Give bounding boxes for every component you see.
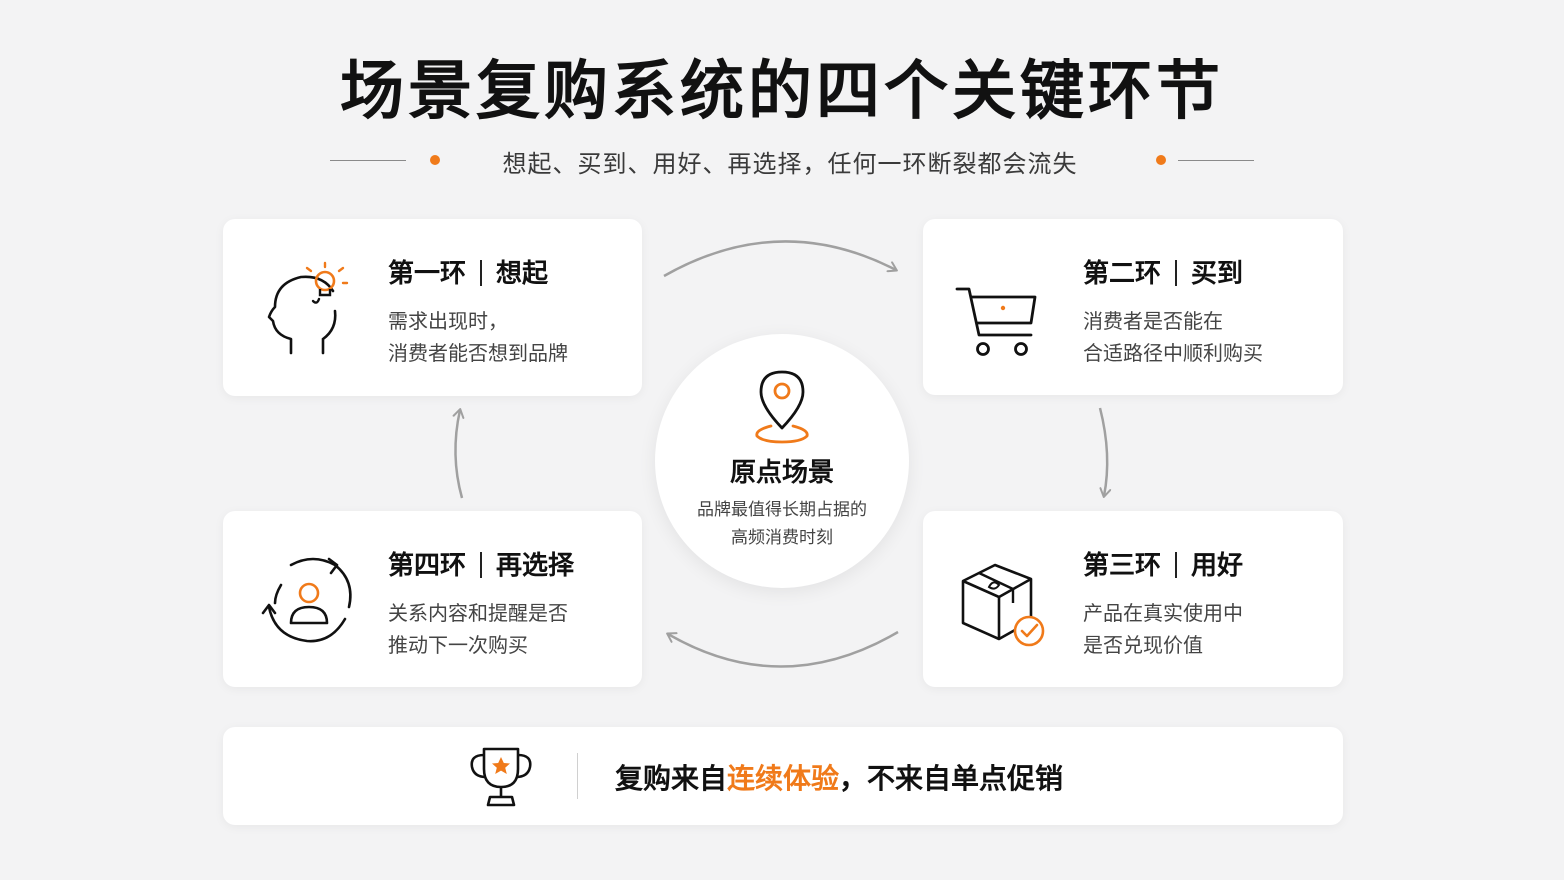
package-check-icon: [961, 563, 1045, 647]
location-pin-icon: [755, 370, 809, 444]
step-description: 需求出现时，消费者能否想到品牌: [388, 309, 568, 365]
step-description: 消费者是否能在合适路径中顺利购买: [1083, 309, 1263, 365]
step-title: 第四环再选择: [388, 551, 575, 581]
subtitle-right-line: [1178, 160, 1254, 161]
subtitle-left-line: [330, 160, 406, 161]
title-separator: [480, 552, 483, 578]
step-description: 关系内容和提醒是否推动下一次购买: [388, 601, 568, 657]
center-origin-scene: 原点场景 品牌最值得长期占据的高频消费时刻: [655, 334, 909, 588]
head-lightbulb-icon: [267, 261, 349, 355]
arrow-step1-to-step2: [663, 240, 898, 278]
conclusion-bar: 复购来自连续体验，不来自单点促销: [223, 727, 1343, 825]
arrow-step4-to-step1: [452, 408, 465, 499]
step-description: 产品在真实使用中是否兑现价值: [1083, 601, 1243, 657]
subtitle-row: 想起、买到、用好、再选择，任何一环断裂都会流失: [330, 140, 1254, 180]
step-card-reselect: 第四环再选择 关系内容和提醒是否推动下一次购买: [223, 511, 642, 687]
arrow-step2-to-step3: [1098, 407, 1112, 498]
conclusion-highlight: 连续体验: [727, 762, 840, 795]
center-title: 原点场景: [729, 458, 834, 488]
shopping-cart-icon: [955, 287, 1037, 356]
trophy-icon: [470, 747, 532, 807]
step-title: 第三环用好: [1083, 551, 1244, 581]
arrow-step3-to-step4: [666, 630, 899, 668]
step-card-use-well: 第三环用好 产品在真实使用中是否兑现价值: [923, 511, 1343, 687]
subtitle-left-dot: [430, 155, 440, 165]
title-separator: [1175, 260, 1178, 286]
center-description: 品牌最值得长期占据的高频消费时刻: [697, 500, 867, 548]
step-card-purchase: 第二环买到 消费者是否能在合适路径中顺利购买: [923, 219, 1343, 395]
step-title: 第一环想起: [388, 259, 549, 289]
subtitle-right-dot: [1156, 155, 1166, 165]
subtitle: 想起、买到、用好、再选择，任何一环断裂都会流失: [502, 150, 1078, 178]
step-title: 第二环买到: [1083, 259, 1244, 289]
conclusion-text: 复购来自连续体验，不来自单点促销: [615, 762, 1064, 795]
page-title: 场景复购系统的四个关键环节: [340, 55, 1224, 129]
user-cycle-icon: [261, 557, 352, 643]
step-card-think-of: 第一环想起 需求出现时，消费者能否想到品牌: [223, 219, 642, 396]
title-separator: [1175, 552, 1178, 578]
title-separator: [480, 260, 483, 286]
bottom-divider: [577, 753, 578, 799]
